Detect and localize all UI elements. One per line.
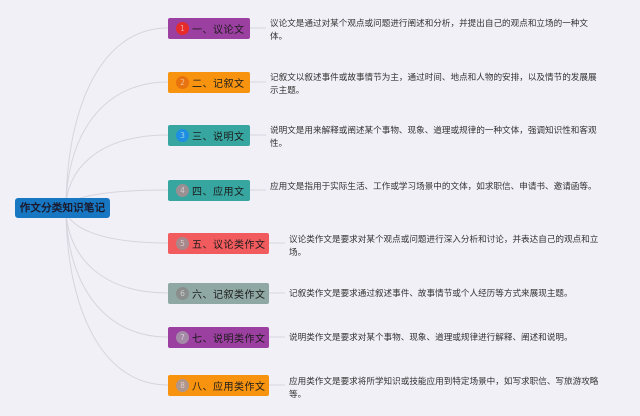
node-label: 二、记叙文 <box>192 79 245 90</box>
number-badge-icon: 4 <box>176 184 189 197</box>
node-practical[interactable]: 4 四、应用文 <box>168 180 250 201</box>
node-label: 三、说明文 <box>192 132 245 143</box>
node-description: 议论文是通过对某个观点或问题进行阐述和分析，并提出自己的观点和立场的一种文体。 <box>270 19 588 42</box>
node-description: 议论类作文是要求对某个观点或问题进行深入分析和讨论，并表达自己的观点和立场。 <box>289 235 599 258</box>
number-badge-icon: 2 <box>176 76 189 89</box>
node-description: 说明文是用来解释或阐述某个事物、现象、道理或规律的一种文体，强调知识性和客观性。 <box>270 126 597 149</box>
node-label: 一、议论文 <box>192 25 245 36</box>
node-description: 应用文是指用于实际生活、工作或学习场景中的文体，如求职信、申请书、邀请函等。 <box>270 182 597 192</box>
node-description: 记叙类作文是要求通过叙述事件、故事情节或个人经历等方式来展现主题。 <box>289 289 573 299</box>
node-label: 四、应用文 <box>192 187 245 198</box>
node-argumentative-essay[interactable]: 5 五、议论类作文 <box>168 233 269 254</box>
node-narrative-essay[interactable]: 6 六、记叙类作文 <box>168 283 269 304</box>
node-expository[interactable]: 3 三、说明文 <box>168 125 250 146</box>
number-badge-icon: 8 <box>176 379 189 392</box>
node-label: 七、说明类作文 <box>192 334 266 345</box>
number-badge-icon: 3 <box>176 129 189 142</box>
node-description: 说明类作文是要求对某个事物、现象、道理或规律进行解释、阐述和说明。 <box>289 333 573 343</box>
number-badge-icon: 6 <box>176 287 189 300</box>
node-label: 八、应用类作文 <box>192 382 266 393</box>
number-badge-icon: 5 <box>176 237 189 250</box>
node-argumentative[interactable]: 1 一、议论文 <box>168 18 250 39</box>
root-node[interactable]: 作文分类知识笔记 <box>15 198 110 218</box>
node-narrative[interactable]: 2 二、记叙文 <box>168 72 250 93</box>
node-practical-essay[interactable]: 8 八、应用类作文 <box>168 375 269 396</box>
node-expository-essay[interactable]: 7 七、说明类作文 <box>168 327 269 348</box>
node-label: 六、记叙类作文 <box>192 290 266 301</box>
node-description: 记叙文以叙述事件或故事情节为主，通过时间、地点和人物的安排，以及情节的发展展示主… <box>270 73 597 96</box>
node-label: 五、议论类作文 <box>192 240 266 251</box>
node-description: 应用类作文是要求将所学知识或技能应用到特定场景中，如写求职信、写旅游攻略等。 <box>289 377 599 400</box>
number-badge-icon: 7 <box>176 331 189 344</box>
number-badge-icon: 1 <box>176 22 189 35</box>
